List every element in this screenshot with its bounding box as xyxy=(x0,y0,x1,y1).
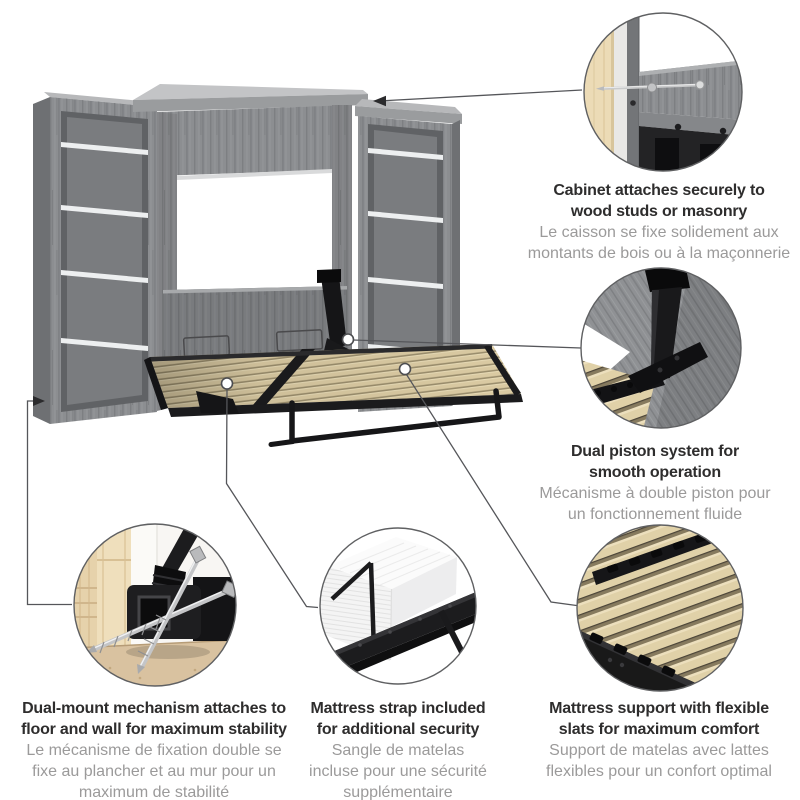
lag-screw-icon xyxy=(137,545,207,674)
arrow-left-icon xyxy=(373,95,386,107)
connector-cabinet xyxy=(378,89,583,102)
wall-bed-illustration xyxy=(33,84,523,447)
callout-heading-en: Dual-mount mechanism attaches to floor a… xyxy=(21,700,287,738)
detail-circle-border xyxy=(73,523,237,687)
left-shelf-tower xyxy=(33,92,157,424)
detail-circle-border xyxy=(319,527,477,685)
connector-piston xyxy=(352,339,582,349)
callout-heading-en: Mattress strap included for additional s… xyxy=(310,700,486,738)
bed-leg xyxy=(161,525,200,577)
callout-subtext-fr: Mécanisme à double piston pour un foncti… xyxy=(539,485,771,523)
mattress-side xyxy=(391,557,457,627)
callout-text-strap: Mattress strap included for additional s… xyxy=(278,698,518,800)
detail-circle-border xyxy=(576,524,744,692)
detail-circle-cabinet-attachment xyxy=(583,12,743,172)
connector-markers xyxy=(33,95,412,406)
connector-slats xyxy=(405,374,577,607)
callout-text-dual-mount: Dual-mount mechanism attaches to floor a… xyxy=(4,698,304,800)
arrow-right-icon xyxy=(33,396,45,406)
right-shelf-tower xyxy=(355,99,462,412)
callout-heading-en: Mattress support with flexible slats for… xyxy=(549,700,769,738)
detail-circle-strap xyxy=(319,527,477,685)
detail-circle-slats xyxy=(576,524,744,692)
mattress-strap xyxy=(330,561,373,601)
bed-deck xyxy=(144,344,523,417)
callout-subtext-fr: Sangle de matelas incluse pour une sécur… xyxy=(309,742,487,800)
center-rail xyxy=(252,349,315,406)
callout-text-slats: Mattress support with flexible slats for… xyxy=(509,698,800,782)
support-leg-bar xyxy=(268,388,502,447)
headboard-panel xyxy=(163,286,347,361)
locator-dot xyxy=(341,333,355,346)
callout-text-piston: Dual piston system for smooth operation … xyxy=(515,441,795,525)
callout-subtext-fr: Support de matelas avec lattes flexibles… xyxy=(546,742,772,780)
connector-dual-mount xyxy=(26,400,72,606)
callout-heading-en: Cabinet attaches securely to wood studs … xyxy=(553,182,765,220)
callout-subtext-fr: Le caisson se fixe solidement aux montan… xyxy=(527,224,791,262)
callout-text-cabinet: Cabinet attaches securely to wood studs … xyxy=(519,180,799,264)
detail-circle-border xyxy=(580,267,742,429)
detail-circle-border xyxy=(583,12,743,172)
callout-heading-en: Dual piston system for smooth operation xyxy=(570,443,740,481)
connector-lines xyxy=(26,89,583,609)
callout-subtext-fr: Le mécanisme de fixation double se fixe … xyxy=(26,742,282,800)
detail-circle-dual-mount xyxy=(73,523,237,687)
center-bed-cabinet xyxy=(133,84,368,411)
detail-circle-piston xyxy=(580,267,742,429)
connector-strap xyxy=(225,388,319,609)
locator-dot xyxy=(220,377,234,390)
locator-dot xyxy=(398,362,412,376)
